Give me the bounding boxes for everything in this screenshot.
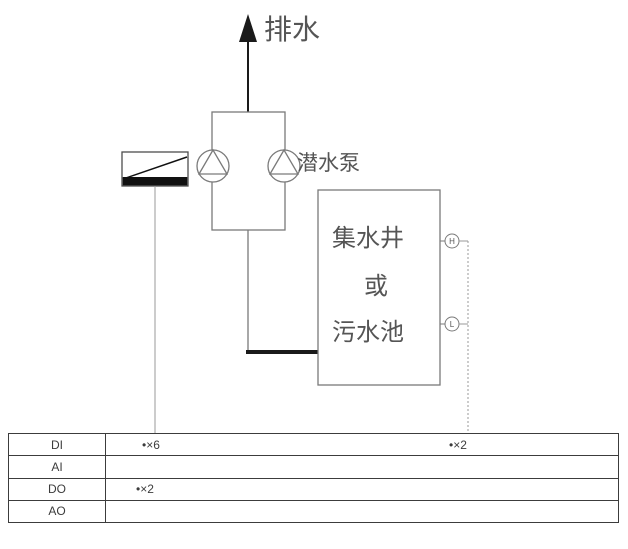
io-row-do: DO •×2 (9, 477, 618, 500)
drain-label: 排水 (264, 14, 321, 45)
sump-tank-box (317, 189, 441, 386)
io-row-content (106, 456, 618, 477)
high-level-sensor-icon (440, 233, 468, 249)
pump-symbol-right-icon (267, 148, 301, 183)
drain-arrow-icon (239, 14, 257, 112)
high-level-letter: H (449, 237, 455, 246)
tank-label-line3: 污水池 (332, 319, 404, 346)
io-point-count: •×2 (449, 437, 467, 452)
pump-symbol-left-icon (196, 148, 230, 183)
io-row-content (106, 501, 618, 522)
io-row-content: •×6 •×2 (106, 434, 618, 455)
io-row-label: AI (9, 456, 106, 478)
submersible-pump-label: 潜水泵 (297, 152, 360, 175)
io-row-ai: AI (9, 455, 618, 478)
io-row-di: DI •×6 •×2 (9, 434, 618, 456)
io-point-count: •×6 (142, 437, 160, 452)
io-row-ao: AO (9, 499, 618, 522)
io-row-content: •×2 (106, 479, 618, 500)
io-table: DI •×6 •×2 AI DO •×2 AO (8, 433, 619, 523)
io-row-label: DI (9, 434, 106, 456)
low-level-sensor-icon (440, 316, 468, 332)
tank-label-line1: 集水井 (332, 225, 404, 252)
level-switch-icon (121, 151, 189, 187)
tank-label-line2: 或 (364, 273, 388, 300)
io-row-label: AO (9, 500, 106, 522)
io-row-label: DO (9, 478, 106, 500)
low-level-letter: L (449, 320, 455, 329)
io-point-count: •×2 (136, 482, 154, 497)
